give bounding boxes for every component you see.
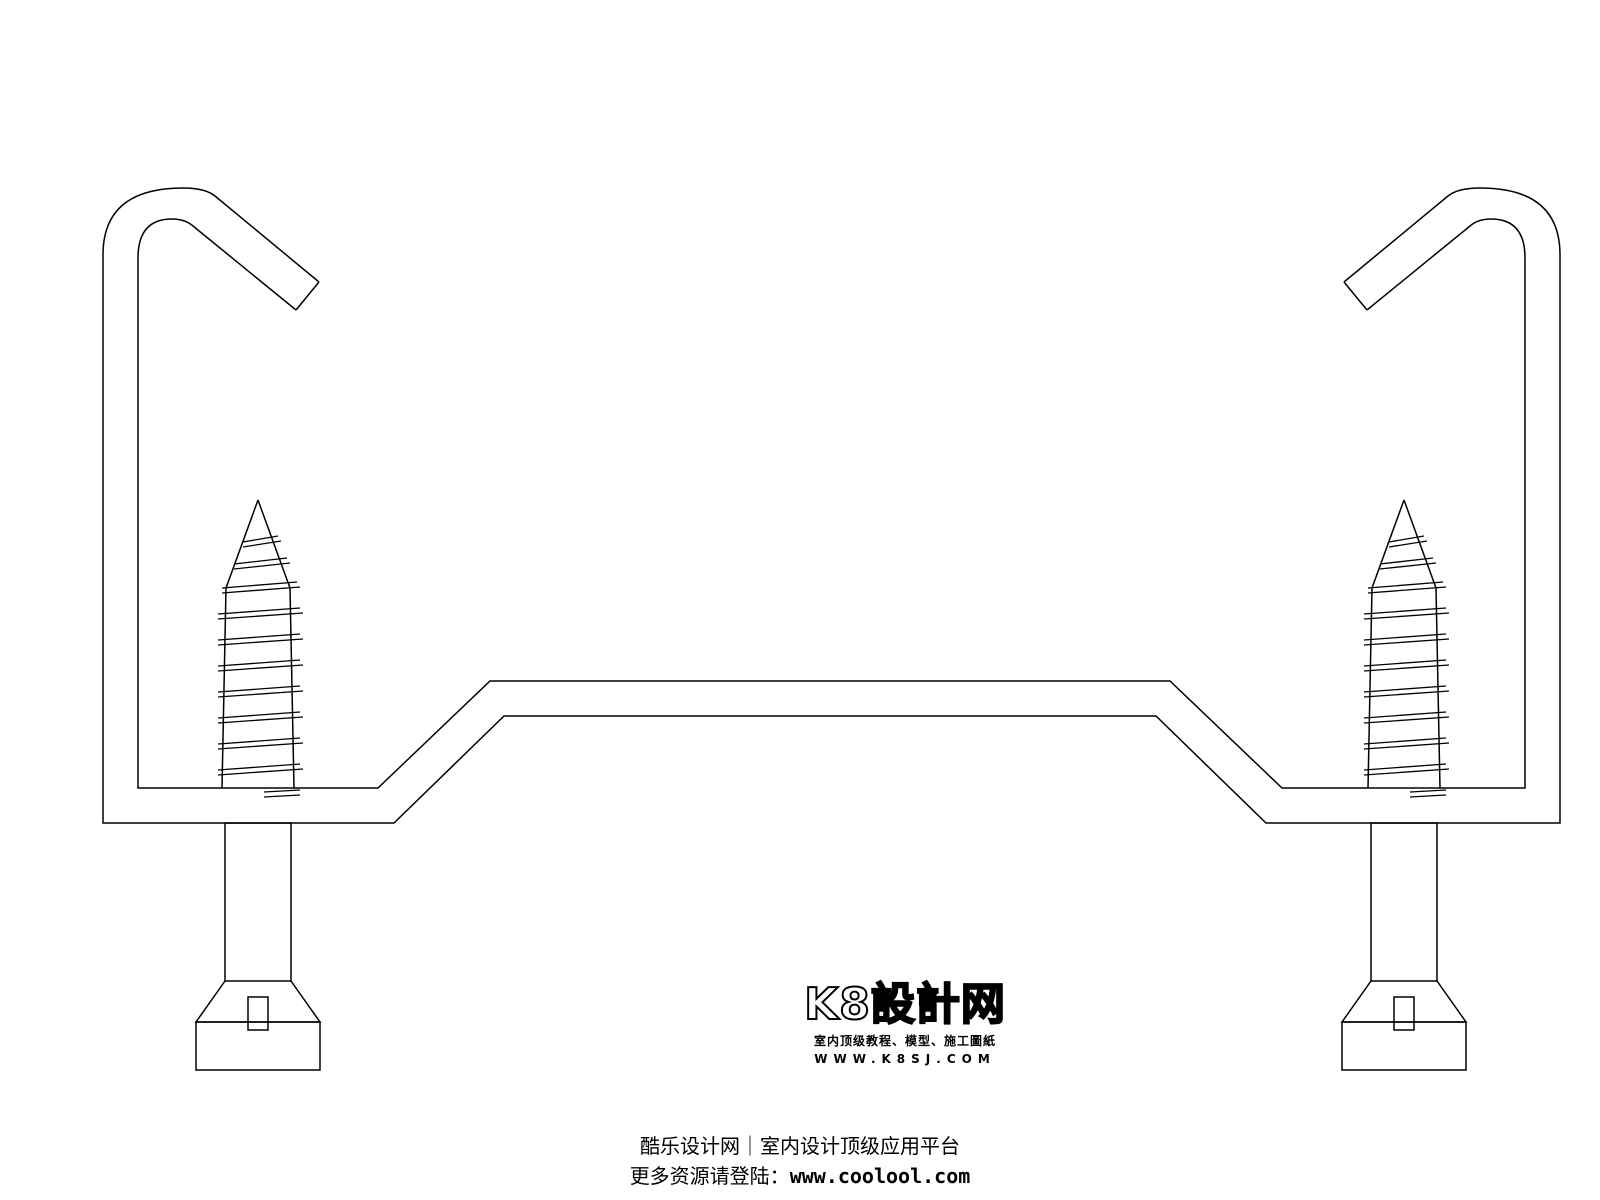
footer-line-2-prefix: 更多资源请登陆： xyxy=(629,1164,790,1188)
watermark-logo: K8設計网 室内顶级教程、模型、施工圖紙 WWW.K8SJ.COM xyxy=(790,979,1020,1068)
right-screw-head xyxy=(1341,1021,1467,1071)
watermark-tagline: 室内顶级教程、模型、施工圖紙 xyxy=(813,1034,996,1048)
right-screw-body xyxy=(1370,822,1438,982)
left-screw xyxy=(194,499,322,1071)
left-screw-body xyxy=(224,822,292,982)
left-screw-head xyxy=(195,1021,321,1071)
channel-outer-contour xyxy=(102,187,1561,824)
left-screw-threads xyxy=(217,535,304,798)
footer-line-1: 酷乐设计网｜室内设计顶级应用平台 xyxy=(640,1134,960,1158)
right-screw-threads xyxy=(1363,535,1450,798)
right-hook-tip xyxy=(1343,281,1368,311)
watermark-logo-text: K8設計网 xyxy=(803,979,1006,1031)
footer-url-link[interactable]: www.coolool.com xyxy=(789,1164,971,1188)
right-screw-head-cone xyxy=(1340,980,1468,1023)
right-screw-shank xyxy=(1367,587,1441,789)
left-screw-head-cone xyxy=(194,980,322,1023)
left-hook-tip xyxy=(295,281,320,311)
right-screw-tip xyxy=(1371,499,1437,589)
right-screw xyxy=(1340,499,1468,1071)
left-screw-tip xyxy=(225,499,291,589)
left-screw-shank xyxy=(221,587,295,789)
left-screw-slot xyxy=(247,996,269,1031)
footer-line-2: 更多资源请登陆：www.coolool.com xyxy=(0,1160,1600,1189)
right-screw-slot xyxy=(1393,996,1415,1031)
channel-inner-contour xyxy=(137,218,1526,789)
watermark-url: WWW.K8SJ.COM xyxy=(814,1052,996,1066)
